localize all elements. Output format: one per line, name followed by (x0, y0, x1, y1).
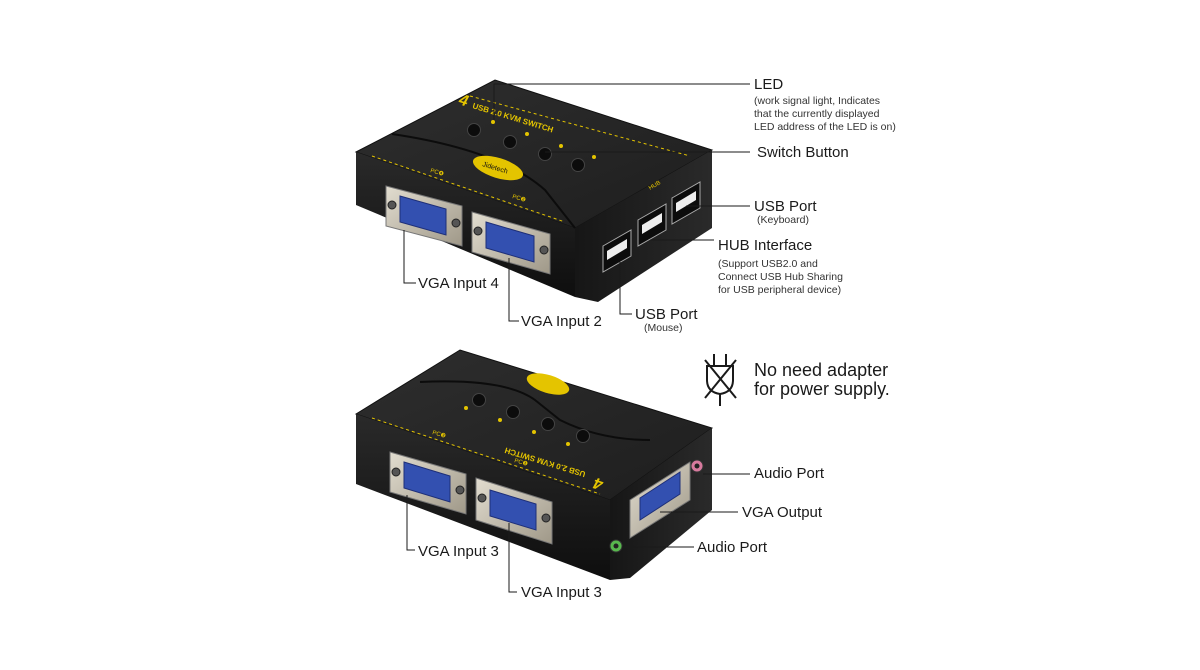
top-device-trim (469, 95, 691, 157)
vga-output-port (629, 461, 691, 539)
usb-port-mouse (602, 229, 632, 273)
vga-input-4-leader-line (403, 230, 416, 284)
led-leader-line (493, 83, 750, 120)
vga-input-3-left-leader-line (406, 495, 415, 551)
audio-port-green-inner (613, 543, 619, 549)
switch-button[interactable] (472, 393, 486, 407)
hub-interface-callout-desc-line: (Support USB2.0 and (718, 258, 818, 270)
pc-label: PC❷ (511, 193, 526, 204)
led-callout-title: LED (754, 76, 784, 93)
hub-label: HUB (648, 180, 662, 192)
bottom-kvm-device: USB 2.0 KVM SWITCH 4 PC❸ PC❶ (354, 349, 714, 580)
vga-port-input-3-right (475, 477, 553, 545)
top-device-trim (371, 155, 566, 223)
audio-port-pink-inner (694, 463, 700, 469)
no-adapter-plug-icon (704, 354, 737, 406)
vga-port-input-4 (385, 185, 463, 247)
vga-port-input-3-left (389, 451, 467, 515)
power-note-line: for power supply. (754, 379, 890, 399)
bottom-device-seam (419, 380, 651, 441)
led-icon (464, 406, 468, 410)
top-device-port-count-mark: 4 (456, 91, 471, 110)
vga-input-2-callout: VGA Input 2 (521, 313, 602, 330)
led-icon (532, 430, 536, 434)
vga-port-input-2 (471, 211, 551, 275)
brand-badge (472, 155, 524, 181)
led-callout-desc-line: LED address of the LED is on) (754, 121, 896, 133)
pc-label: PC❹ (429, 167, 444, 178)
bottom-device-trim (371, 417, 601, 495)
switch-button[interactable] (506, 405, 520, 419)
led-indicators (491, 120, 596, 159)
switch-button[interactable] (571, 158, 585, 172)
led-icon (559, 144, 563, 148)
switch-button[interactable] (538, 147, 552, 161)
audio-port-top-callout: Audio Port (754, 465, 825, 482)
vga-output-callout: VGA Output (742, 504, 823, 521)
hub-interface-callout-desc-line: Connect USB Hub Sharing (718, 271, 843, 283)
switch-button-callout: Switch Button (757, 144, 849, 161)
usb-port-keyboard (671, 181, 701, 225)
brand-badge (526, 373, 570, 395)
led-icon (592, 155, 596, 159)
led-icon (491, 120, 495, 124)
vga-input-3-left-callout: VGA Input 3 (418, 543, 499, 560)
switch-button[interactable] (541, 417, 555, 431)
audio-port-bottom-callout: Audio Port (697, 539, 768, 556)
led-icon (525, 132, 529, 136)
vga-input-3-right-leader-line (508, 523, 517, 593)
hub-interface-callout-desc-line: for USB peripheral device) (718, 284, 842, 296)
bottom-callout-lines (406, 473, 750, 593)
bottom-device-port-count-mark: 4 (592, 474, 607, 493)
vga-input-4-callout: VGA Input 4 (418, 275, 499, 292)
top-kvm-device: USB 2.0 KVM SWITCH 4 Jidetech PC❹ PC❷ HU… (354, 79, 714, 302)
led-callout-desc-line: that the currently displayed (754, 108, 880, 120)
power-note-line: No need adapter (754, 360, 889, 380)
led-callout-desc-line: (work signal light, Indicates (754, 95, 881, 107)
usb-mouse-callout-title: USB Port (635, 306, 698, 323)
usb-keyboard-callout-title: USB Port (754, 198, 817, 215)
usb-keyboard-callout-sub: (Keyboard) (757, 214, 809, 226)
hub-interface-callout-title: HUB Interface (718, 237, 813, 254)
switch-buttons (467, 123, 585, 172)
switch-button[interactable] (576, 429, 590, 443)
usb-mouse-leader-line (619, 262, 632, 315)
vga-input-2-leader-line (508, 258, 519, 322)
led-icon (498, 418, 502, 422)
vga-input-3-right-callout: VGA Input 3 (521, 584, 602, 601)
switch-button[interactable] (503, 135, 517, 149)
led-icon (566, 442, 570, 446)
pc-label: PC❶ (513, 457, 528, 468)
switch-buttons (472, 393, 590, 443)
pc-label: PC❸ (431, 429, 446, 440)
switch-button[interactable] (467, 123, 481, 137)
led-indicators (464, 406, 570, 446)
usb-mouse-callout-sub: (Mouse) (644, 322, 683, 334)
usb-port-hub (637, 203, 667, 247)
top-callout-lines (403, 83, 750, 322)
